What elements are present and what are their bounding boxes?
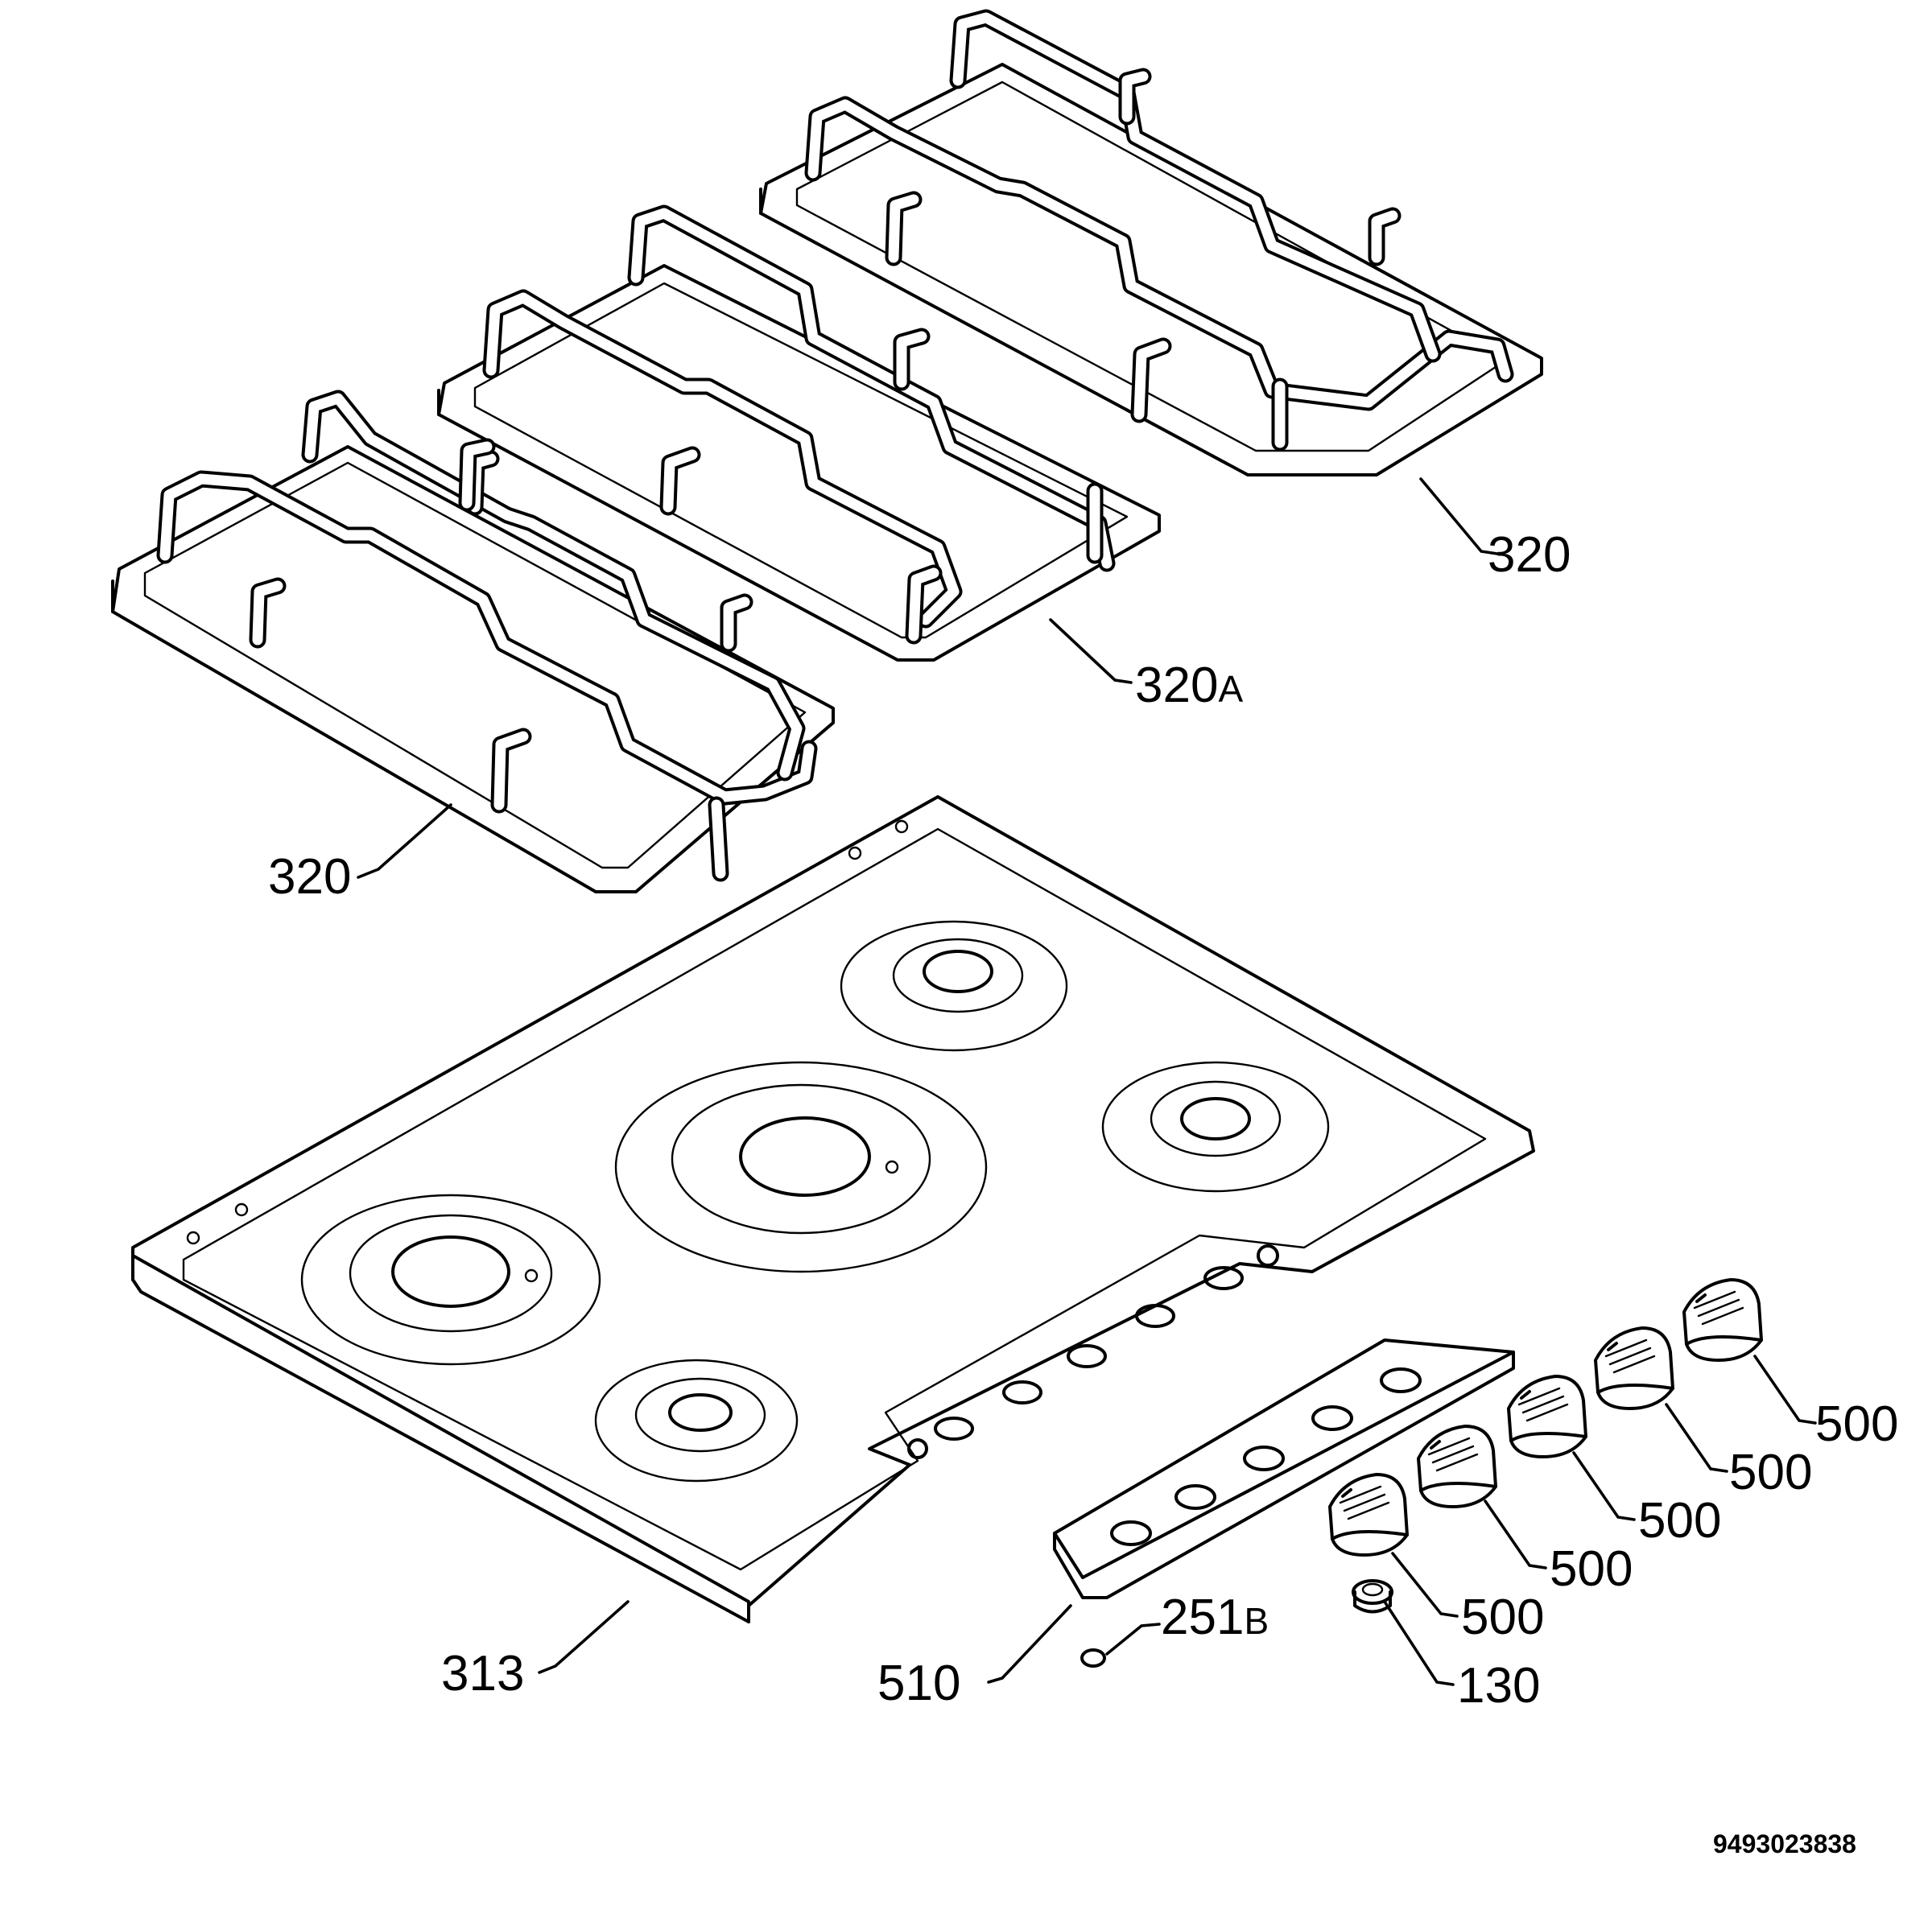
control-knobs xyxy=(1328,1278,1763,1557)
knob-holes xyxy=(907,1244,1279,1459)
label-grid-rear-right: 320 xyxy=(1488,527,1571,583)
label-panel-plug-suffix: B xyxy=(1244,1600,1269,1642)
label-grid-middle: 320A xyxy=(1135,658,1243,713)
burner-left xyxy=(300,1194,601,1366)
burner-rear-right xyxy=(840,920,1068,1052)
panel-plug xyxy=(1080,1648,1106,1668)
label-knob-2: 500 xyxy=(1550,1541,1633,1597)
burner-front xyxy=(594,1359,799,1483)
label-grid-middle-number: 320 xyxy=(1135,658,1218,713)
label-knob-1: 500 xyxy=(1461,1590,1544,1645)
label-panel-plug-number: 251 xyxy=(1161,1590,1244,1645)
label-knob-3: 500 xyxy=(1638,1493,1721,1549)
control-knob-4 xyxy=(1594,1326,1674,1410)
pan-support-grid-rear-right xyxy=(759,9,1543,476)
burner-center xyxy=(614,1061,988,1273)
control-knob-5 xyxy=(1682,1278,1763,1362)
control-knob-2 xyxy=(1417,1425,1497,1508)
label-spark-button: 130 xyxy=(1457,1658,1540,1714)
label-knob-4: 500 xyxy=(1729,1445,1812,1500)
label-knob-5: 500 xyxy=(1815,1396,1898,1452)
leader-lines xyxy=(357,477,1817,1686)
burner-right xyxy=(1101,1061,1330,1193)
control-knob-1 xyxy=(1328,1473,1409,1557)
label-hob-top: 313 xyxy=(441,1646,524,1701)
document-number: 9493023838 xyxy=(1713,1829,1856,1858)
label-panel-plug: 251B xyxy=(1161,1590,1269,1645)
label-grid-front-left: 320 xyxy=(268,849,351,905)
spark-button xyxy=(1352,1579,1393,1614)
control-knob-3 xyxy=(1507,1375,1587,1458)
label-grid-middle-suffix: A xyxy=(1218,668,1243,710)
control-panel-strip xyxy=(1053,1338,1515,1599)
hob-top-plate xyxy=(131,795,1535,1623)
label-control-panel: 510 xyxy=(877,1656,960,1711)
pan-support-grid-middle xyxy=(437,204,1161,662)
